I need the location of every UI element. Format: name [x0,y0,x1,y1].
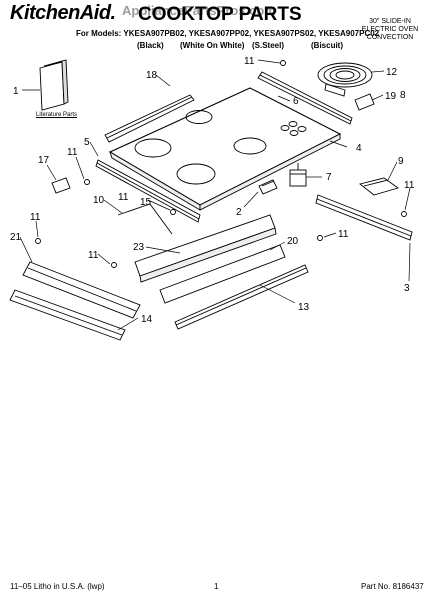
color-black: (Black) [137,41,164,50]
callout-3: 3 [404,283,410,294]
callout-21: 21 [10,232,22,243]
switch-2 [258,179,278,195]
product-line-3: CONVECTION [366,34,414,41]
front-rail-5 [95,159,201,223]
model-list: For Models: YKESA907PB02, YKESA907PP02, … [76,29,380,38]
callout-14: 14 [141,314,153,325]
pan-14 [9,289,126,341]
literature-parts-label: Literature Parts [36,112,78,118]
brand-logo: KitchenAid. [10,2,116,24]
product-line-2: ELECTRIC OVEN [361,26,419,33]
control-knobs-area [280,121,307,136]
color-steel: (S.Steel) [252,41,285,50]
screws [35,60,407,268]
product-description: 30" SLIDE-IN ELECTRIC OVEN CONVECTION [350,18,430,42]
leader-lines [19,59,411,331]
trim-13 [174,264,309,330]
cooktop-glass [108,87,342,211]
pan-21 [22,261,141,319]
lower-panel-20 [159,244,286,304]
bracket-19 [354,93,375,111]
callout-11-f: 11 [338,229,349,240]
callout-11-g: 11 [118,192,129,203]
callout-11-c: 11 [404,180,415,191]
front-panel-23 [134,214,277,283]
callout-9: 9 [398,156,404,167]
callout-11-a: 11 [244,56,255,67]
watermark: AppliancePartsPros.com [122,3,276,18]
callout-12: 12 [386,67,398,78]
product-line-1: 30" SLIDE-IN [369,18,411,25]
callout-10: 10 [93,195,105,206]
callout-11-b: 11 [67,147,78,158]
callout-11-d: 11 [30,212,41,223]
side-rail-3 [315,194,413,241]
part-number: Part No. 8186437 [361,582,424,591]
bracket-9 [358,177,400,196]
callout-20: 20 [287,236,299,247]
callout-15: 15 [140,197,152,208]
color-white: (White On White) [180,41,245,50]
callout-13: 13 [298,302,310,313]
callout-19: 19 [385,91,397,102]
callout-8: 8 [400,90,406,101]
callout-2: 2 [236,207,242,218]
callout-23: 23 [133,242,145,253]
control-7 [289,163,307,187]
heating-element [317,62,373,97]
clip-17 [51,177,71,194]
callout-4: 4 [356,143,362,154]
callout-17: 17 [38,155,50,166]
callout-7: 7 [326,172,332,183]
wire-bracket-10 [117,203,173,235]
callout-11-e: 11 [88,250,99,261]
callout-18: 18 [146,70,158,81]
callout-1: 1 [13,86,19,97]
callout-6: 6 [293,96,299,107]
callout-5: 5 [84,137,90,148]
print-info: 11–05 Litho in U.S.A. (lwp) [10,582,105,591]
page-title: COOKTOP PARTS [138,4,302,25]
rail-6 [257,71,353,125]
color-biscuit: (Biscuit) [311,41,343,50]
literature-booklet [39,59,69,111]
trim-rail-18 [104,94,195,143]
page-number: 1 [214,582,219,591]
